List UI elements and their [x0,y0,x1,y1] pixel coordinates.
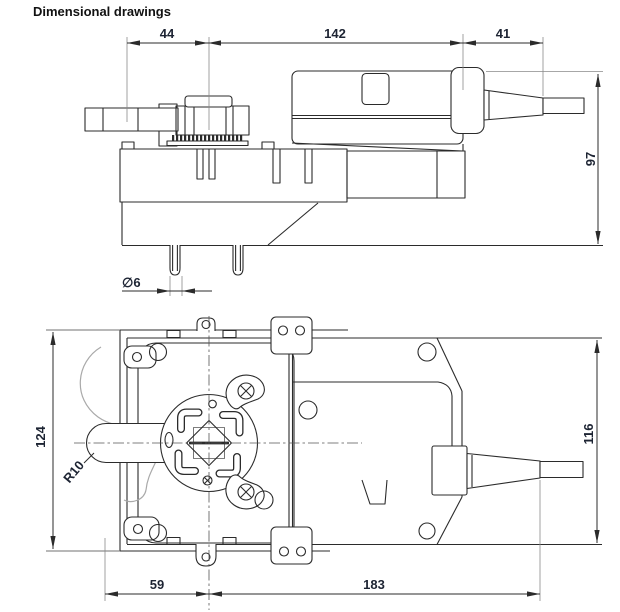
dim-44-label: 44 [160,26,175,41]
tab-bottom-small [195,544,217,567]
dim-183-group: 183 [209,577,540,597]
cable-gland-top [431,445,584,496]
tab-top-small [196,317,216,331]
dim-59-label: 59 [150,577,164,592]
phillips-screw-icon [237,382,255,400]
mounting-pins [169,245,244,276]
top-extension-lines [46,329,541,601]
dim-183-label: 183 [363,577,385,592]
dim-diameter6-group: ∅6 [122,275,212,294]
side-extension-lines [126,34,603,296]
shaft-cap [184,95,233,108]
dim-r10-group: R10 [60,452,95,486]
side-view-drawing: 44 142 41 97 ∅6 [84,26,603,296]
cable-gland-side [450,66,585,135]
top-view-drawing: 124 R10 116 59 [33,316,602,610]
dim-124-group: 124 [33,332,56,549]
cable-top [539,460,584,479]
dim-124-label: 124 [33,425,48,447]
housing-button [361,72,390,106]
drive-shaft-gear [166,95,250,147]
phillips-screw-top [225,374,265,410]
center-lines [74,316,362,610]
tab-bottom-left [123,516,160,541]
body-holes [148,342,437,543]
tab-top-large [270,316,313,355]
dim-diameter6-label: ∅6 [122,275,141,290]
housing-top-part [288,337,463,545]
phillips-screw-icon [237,483,255,501]
dim-116-group: 116 [581,340,600,543]
motor-housing [291,70,464,152]
gearbox-body [119,141,603,247]
page-title: Dimensional drawings [33,4,171,19]
dim-97-label: 97 [583,152,598,166]
cable-side [542,97,585,115]
actuator-top-outline [46,316,602,567]
dim-116-label: 116 [581,424,596,445]
dim-r10-label: R10 [60,458,87,486]
dim-142-label: 142 [324,26,346,41]
dim-59-group: 59 [105,577,209,597]
phillips-screw-bottom [225,474,274,510]
dim-horizontal-chain: 44 142 41 [127,26,543,46]
tab-left [123,345,157,369]
tab-bottom-large [270,526,313,565]
dim-41-label: 41 [496,26,510,41]
lever-arm [84,107,179,132]
mounting-tabs [123,316,313,567]
dim-97-group: 97 [583,74,601,244]
actuator-side-outline [84,66,603,276]
